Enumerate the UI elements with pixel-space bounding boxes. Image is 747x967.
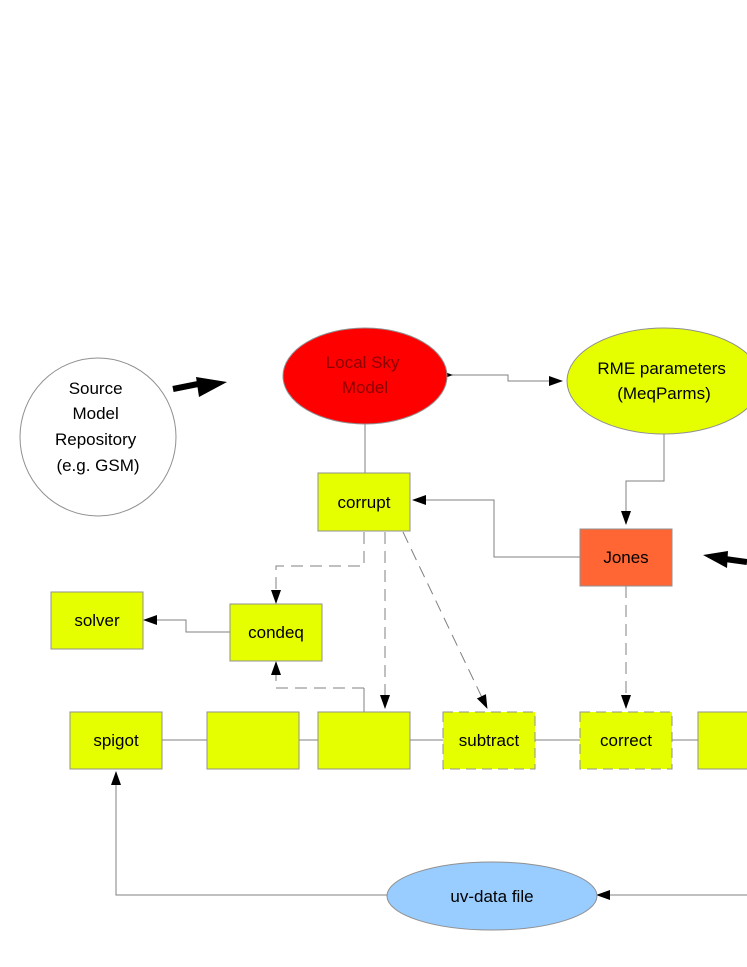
svg-text:uv-data file: uv-data file [450, 887, 533, 906]
node-spigot: spigot [69, 711, 163, 770]
svg-text:spigot: spigot [93, 731, 139, 750]
node-correct: correct [579, 711, 673, 770]
bold-arrow-jones [703, 551, 747, 568]
svg-text:RME parameters (MeqParms: RME parameters (MeqParms) [597, 359, 730, 403]
svg-text:correct: correct [600, 731, 652, 750]
svg-text:corrupt: corrupt [338, 493, 391, 512]
svg-text:solver: solver [74, 611, 120, 630]
svg-text:Source Model Repos: Source Model Repository (e.g. GSM) [55, 379, 141, 475]
node-local-sky-model: Local Sky Model [282, 327, 448, 425]
node-pipeline-partial [697, 711, 747, 770]
svg-text:Jones: Jones [603, 548, 648, 567]
svg-text:Local Sky Model: Local Sky Model [326, 353, 404, 397]
node-uv-data-file: uv-data file [386, 861, 598, 931]
node-pipeline-empty-1 [206, 711, 300, 770]
node-subtract: subtract [442, 711, 536, 770]
dashed-corrupt-condeq [271, 532, 365, 604]
node-rme-parameters: RME parameters (MeqParms) [566, 327, 747, 435]
dashed-corrupt-subtract [402, 531, 488, 709]
node-solver: solver [50, 591, 144, 650]
node-source-repository: Source Model Repository (e.g. GSM) [19, 357, 177, 517]
node-jones: Jones [579, 528, 673, 587]
svg-text:condeq: condeq [248, 623, 304, 642]
bold-arrow-source [172, 377, 227, 397]
node-pipeline-empty-2 [317, 711, 411, 770]
edge-sky-rme [439, 370, 563, 386]
edge-condeq-solver [143, 615, 230, 633]
edge-jones-corrupt [412, 495, 580, 558]
edge-uv-spigot [111, 771, 387, 896]
node-corrupt: corrupt [317, 472, 411, 532]
node-condeq: condeq [229, 603, 323, 662]
dashed-pipe-condeq [271, 661, 364, 689]
svg-text:subtract: subtract [459, 731, 520, 750]
